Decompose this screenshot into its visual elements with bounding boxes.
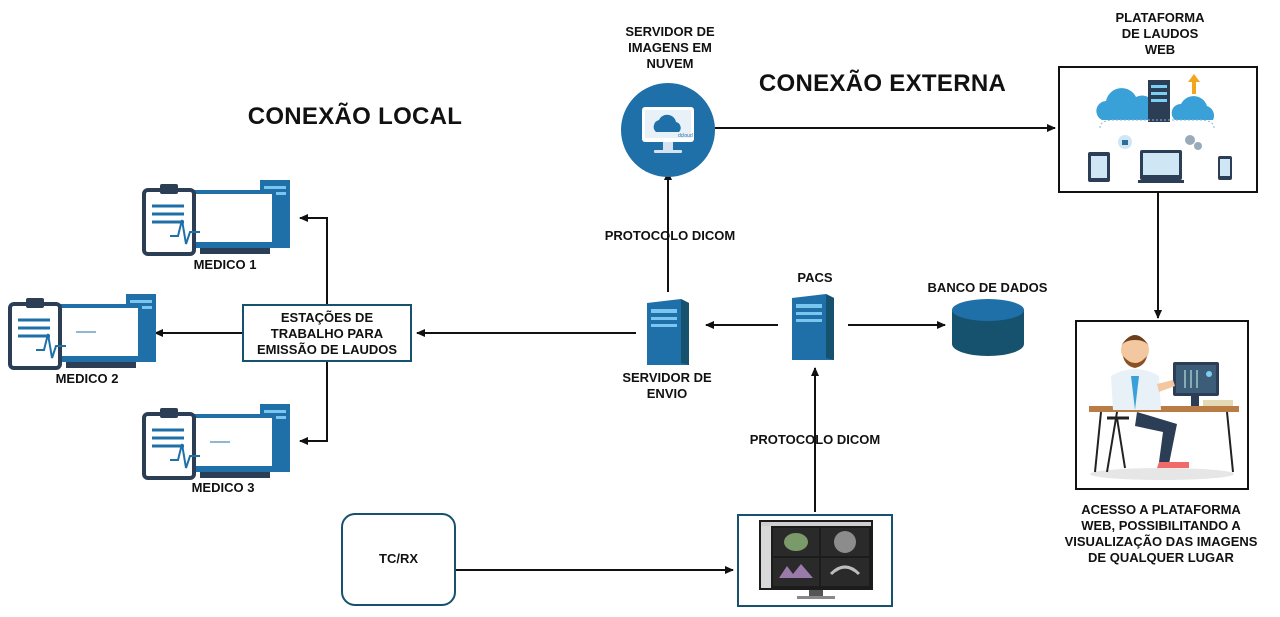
workstations-label: ESTAÇÕES DE TRABALHO PARA EMISSÃO DE LAU…: [256, 310, 398, 357]
heading-local: CONEXÃO LOCAL: [247, 103, 463, 130]
web-platform-label: PLATAFORMA DE LAUDOS WEB: [1115, 10, 1205, 57]
doctor-3-label: MEDICO 3: [191, 480, 255, 495]
doctor-1-workstation[interactable]: [140, 178, 292, 258]
image-viewer-monitor-icon: [759, 520, 873, 599]
remote-access-node[interactable]: [1075, 320, 1249, 490]
modality-node[interactable]: TC/RX: [341, 513, 456, 606]
pacs-label: PACS: [797, 270, 833, 285]
edge-stations-to-med3: [299, 362, 328, 445]
web-platform-illustration-icon: [1088, 74, 1232, 183]
workstations-node[interactable]: ESTAÇÕES DE TRABALHO PARA EMISSÃO DE LAU…: [242, 304, 412, 362]
pacs-node[interactable]: [790, 292, 836, 362]
doctor-2-workstation[interactable]: [6, 292, 158, 372]
cloud-server-label: SERVIDOR DE IMAGENS EM NUVEM: [625, 24, 715, 71]
edge-label-dicom-pacs: PROTOCOLO DICOM: [749, 432, 881, 447]
doctor-2-label: MEDICO 2: [55, 371, 119, 386]
database-label: BANCO DE DADOS: [927, 280, 1048, 295]
modality-label: TC/RX: [379, 551, 418, 566]
doctor-3-workstation[interactable]: [140, 402, 292, 482]
access-description-label: ACESSO A PLATAFORMA WEB, POSSIBILITANDO …: [1064, 502, 1258, 565]
clipboard-monitor-icon: [142, 180, 290, 256]
clipboard-monitor-icon: [8, 294, 156, 370]
clipboard-monitor-icon: [142, 404, 290, 480]
server-tower-icon: [792, 294, 834, 360]
sending-server-node[interactable]: [645, 297, 691, 367]
doctor-1-label: MEDICO 1: [193, 257, 257, 272]
web-platform-node[interactable]: [1058, 66, 1258, 193]
edge-stations-to-med1: [299, 214, 328, 305]
doctor-desk-illustration-icon: [1089, 335, 1239, 480]
cloud-monitor-icon: dcloud: [621, 83, 715, 177]
server-tower-icon: [647, 299, 689, 365]
database-cylinder-icon: [952, 299, 1024, 356]
heading-external: CONEXÃO EXTERNA: [758, 70, 1007, 97]
cloud-server-node[interactable]: dcloud: [620, 82, 716, 178]
image-viewer-node[interactable]: [737, 514, 893, 607]
edge-label-dicom-cloud: PROTOCOLO DICOM: [604, 228, 736, 243]
sending-server-label: SERVIDOR DE ENVIO: [622, 370, 712, 401]
database-node[interactable]: [950, 298, 1026, 358]
cloud-logo-text: dcloud: [678, 133, 693, 139]
